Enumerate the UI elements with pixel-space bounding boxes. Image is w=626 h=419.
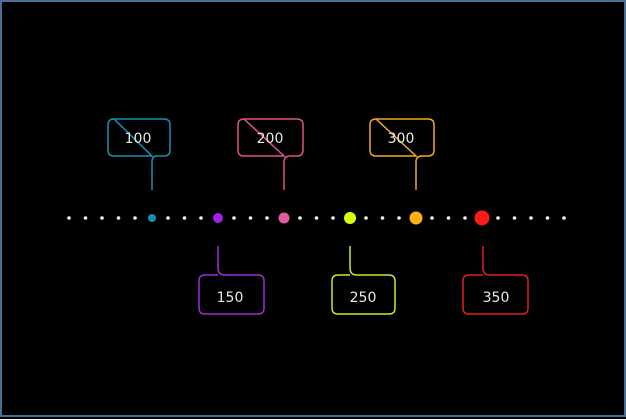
axis-dot	[430, 216, 434, 220]
label-100: 100	[125, 131, 152, 147]
axis-dot	[199, 216, 203, 220]
marker-350: 350	[462, 210, 529, 315]
dot-200	[278, 212, 290, 224]
axis-dot	[133, 216, 137, 220]
label-300: 300	[388, 131, 415, 147]
label-350: 350	[483, 290, 510, 306]
axis-dot	[83, 216, 88, 220]
callout-250	[331, 246, 396, 315]
dot-300	[409, 211, 423, 225]
axis-dot	[529, 216, 533, 220]
axis-dot	[397, 216, 401, 220]
label-250: 250	[350, 290, 377, 306]
axis-dot	[380, 216, 385, 220]
axis-dot	[496, 216, 500, 220]
axis-dot	[248, 216, 253, 220]
axis-dot	[265, 216, 269, 220]
axis-dot	[463, 216, 467, 220]
label-150: 150	[217, 290, 244, 306]
marker-100: 100	[107, 118, 171, 222]
marker-200: 200	[237, 118, 304, 224]
axis-dot	[166, 216, 170, 220]
dot-350	[474, 210, 490, 226]
marker-300: 300	[369, 118, 435, 225]
axis-dot	[232, 216, 236, 220]
axis-dot	[67, 216, 71, 220]
axis-dot	[100, 216, 104, 220]
axis-dot	[562, 216, 566, 220]
axis-dot	[446, 216, 451, 220]
dot-100	[148, 214, 156, 222]
axis-dot	[298, 216, 302, 220]
callout-350	[462, 246, 529, 315]
callout-150	[198, 246, 265, 315]
axis-dot	[182, 216, 187, 220]
label-200: 200	[257, 131, 284, 147]
axis-dot	[512, 216, 517, 220]
axis-dot	[545, 216, 550, 220]
dot-250	[344, 212, 356, 224]
axis-dot	[314, 216, 319, 220]
axis-dot	[116, 216, 121, 220]
dot-150	[213, 213, 223, 223]
axis-dots	[67, 216, 566, 220]
marker-150: 150	[198, 213, 265, 315]
callout-100	[107, 118, 171, 190]
callout-300	[369, 118, 435, 190]
callout-200	[237, 118, 304, 190]
marker-250: 250	[331, 212, 396, 315]
axis-dot	[364, 216, 368, 220]
axis-dot	[331, 216, 335, 220]
